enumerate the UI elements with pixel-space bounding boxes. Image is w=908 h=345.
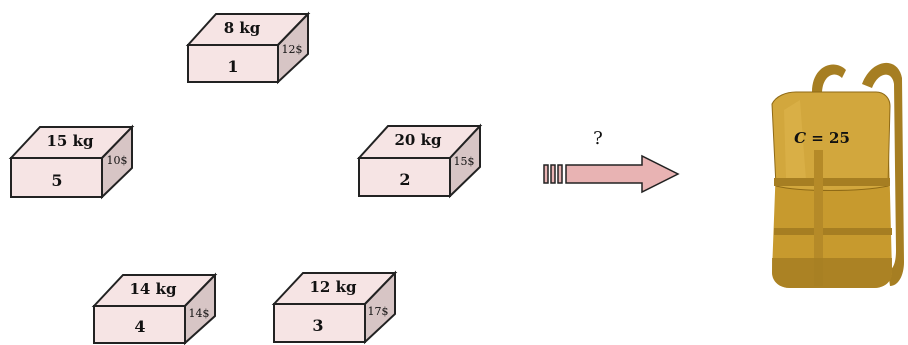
item-box-1: 8 kg 1 12$ [185, 11, 311, 85]
item-weight: 15 kg [47, 132, 94, 150]
item-value: 14$ [189, 307, 210, 320]
capacity-rest: = 25 [806, 129, 850, 147]
box-front [10, 157, 103, 198]
item-id: 5 [51, 171, 62, 190]
backpack-band [774, 178, 890, 186]
item-id: 4 [134, 317, 145, 336]
item-value: 17$ [368, 305, 389, 318]
backpack-strap-right [862, 62, 904, 286]
arrow-stripe [557, 164, 563, 184]
backpack-strap-left [812, 64, 846, 94]
item-value: 10$ [107, 154, 128, 167]
item-value: 12$ [282, 43, 303, 56]
backpack-highlight [784, 100, 806, 180]
item-id: 3 [312, 316, 323, 335]
item-weight: 14 kg [130, 280, 177, 298]
capacity-var: C [794, 129, 806, 147]
arrow-stripe [550, 164, 556, 184]
item-weight: 12 kg [310, 278, 357, 296]
arrow-body [565, 154, 680, 194]
box-front [93, 305, 186, 344]
item-box-5: 15 kg 5 10$ [8, 124, 135, 200]
arrow-question-label: ? [593, 128, 603, 149]
item-weight: 8 kg [224, 19, 261, 37]
capacity-label: C = 25 [794, 129, 850, 147]
right-arrow-icon [543, 154, 680, 194]
backpack-band [774, 228, 892, 235]
item-box-3: 12 kg 3 17$ [271, 270, 398, 345]
backpack-center-strap [814, 150, 823, 286]
item-id: 2 [399, 170, 410, 189]
item-box-2: 20 kg 2 15$ [356, 123, 483, 199]
item-id: 1 [227, 57, 238, 76]
item-box-4: 14 kg 4 14$ [91, 272, 218, 345]
arrow-stripe [543, 164, 549, 184]
backpack-icon [771, 62, 904, 288]
backpack-bottom [772, 258, 892, 288]
item-value: 15$ [454, 155, 475, 168]
box-front [358, 157, 451, 197]
box-front [273, 303, 366, 343]
item-weight: 20 kg [395, 131, 442, 149]
